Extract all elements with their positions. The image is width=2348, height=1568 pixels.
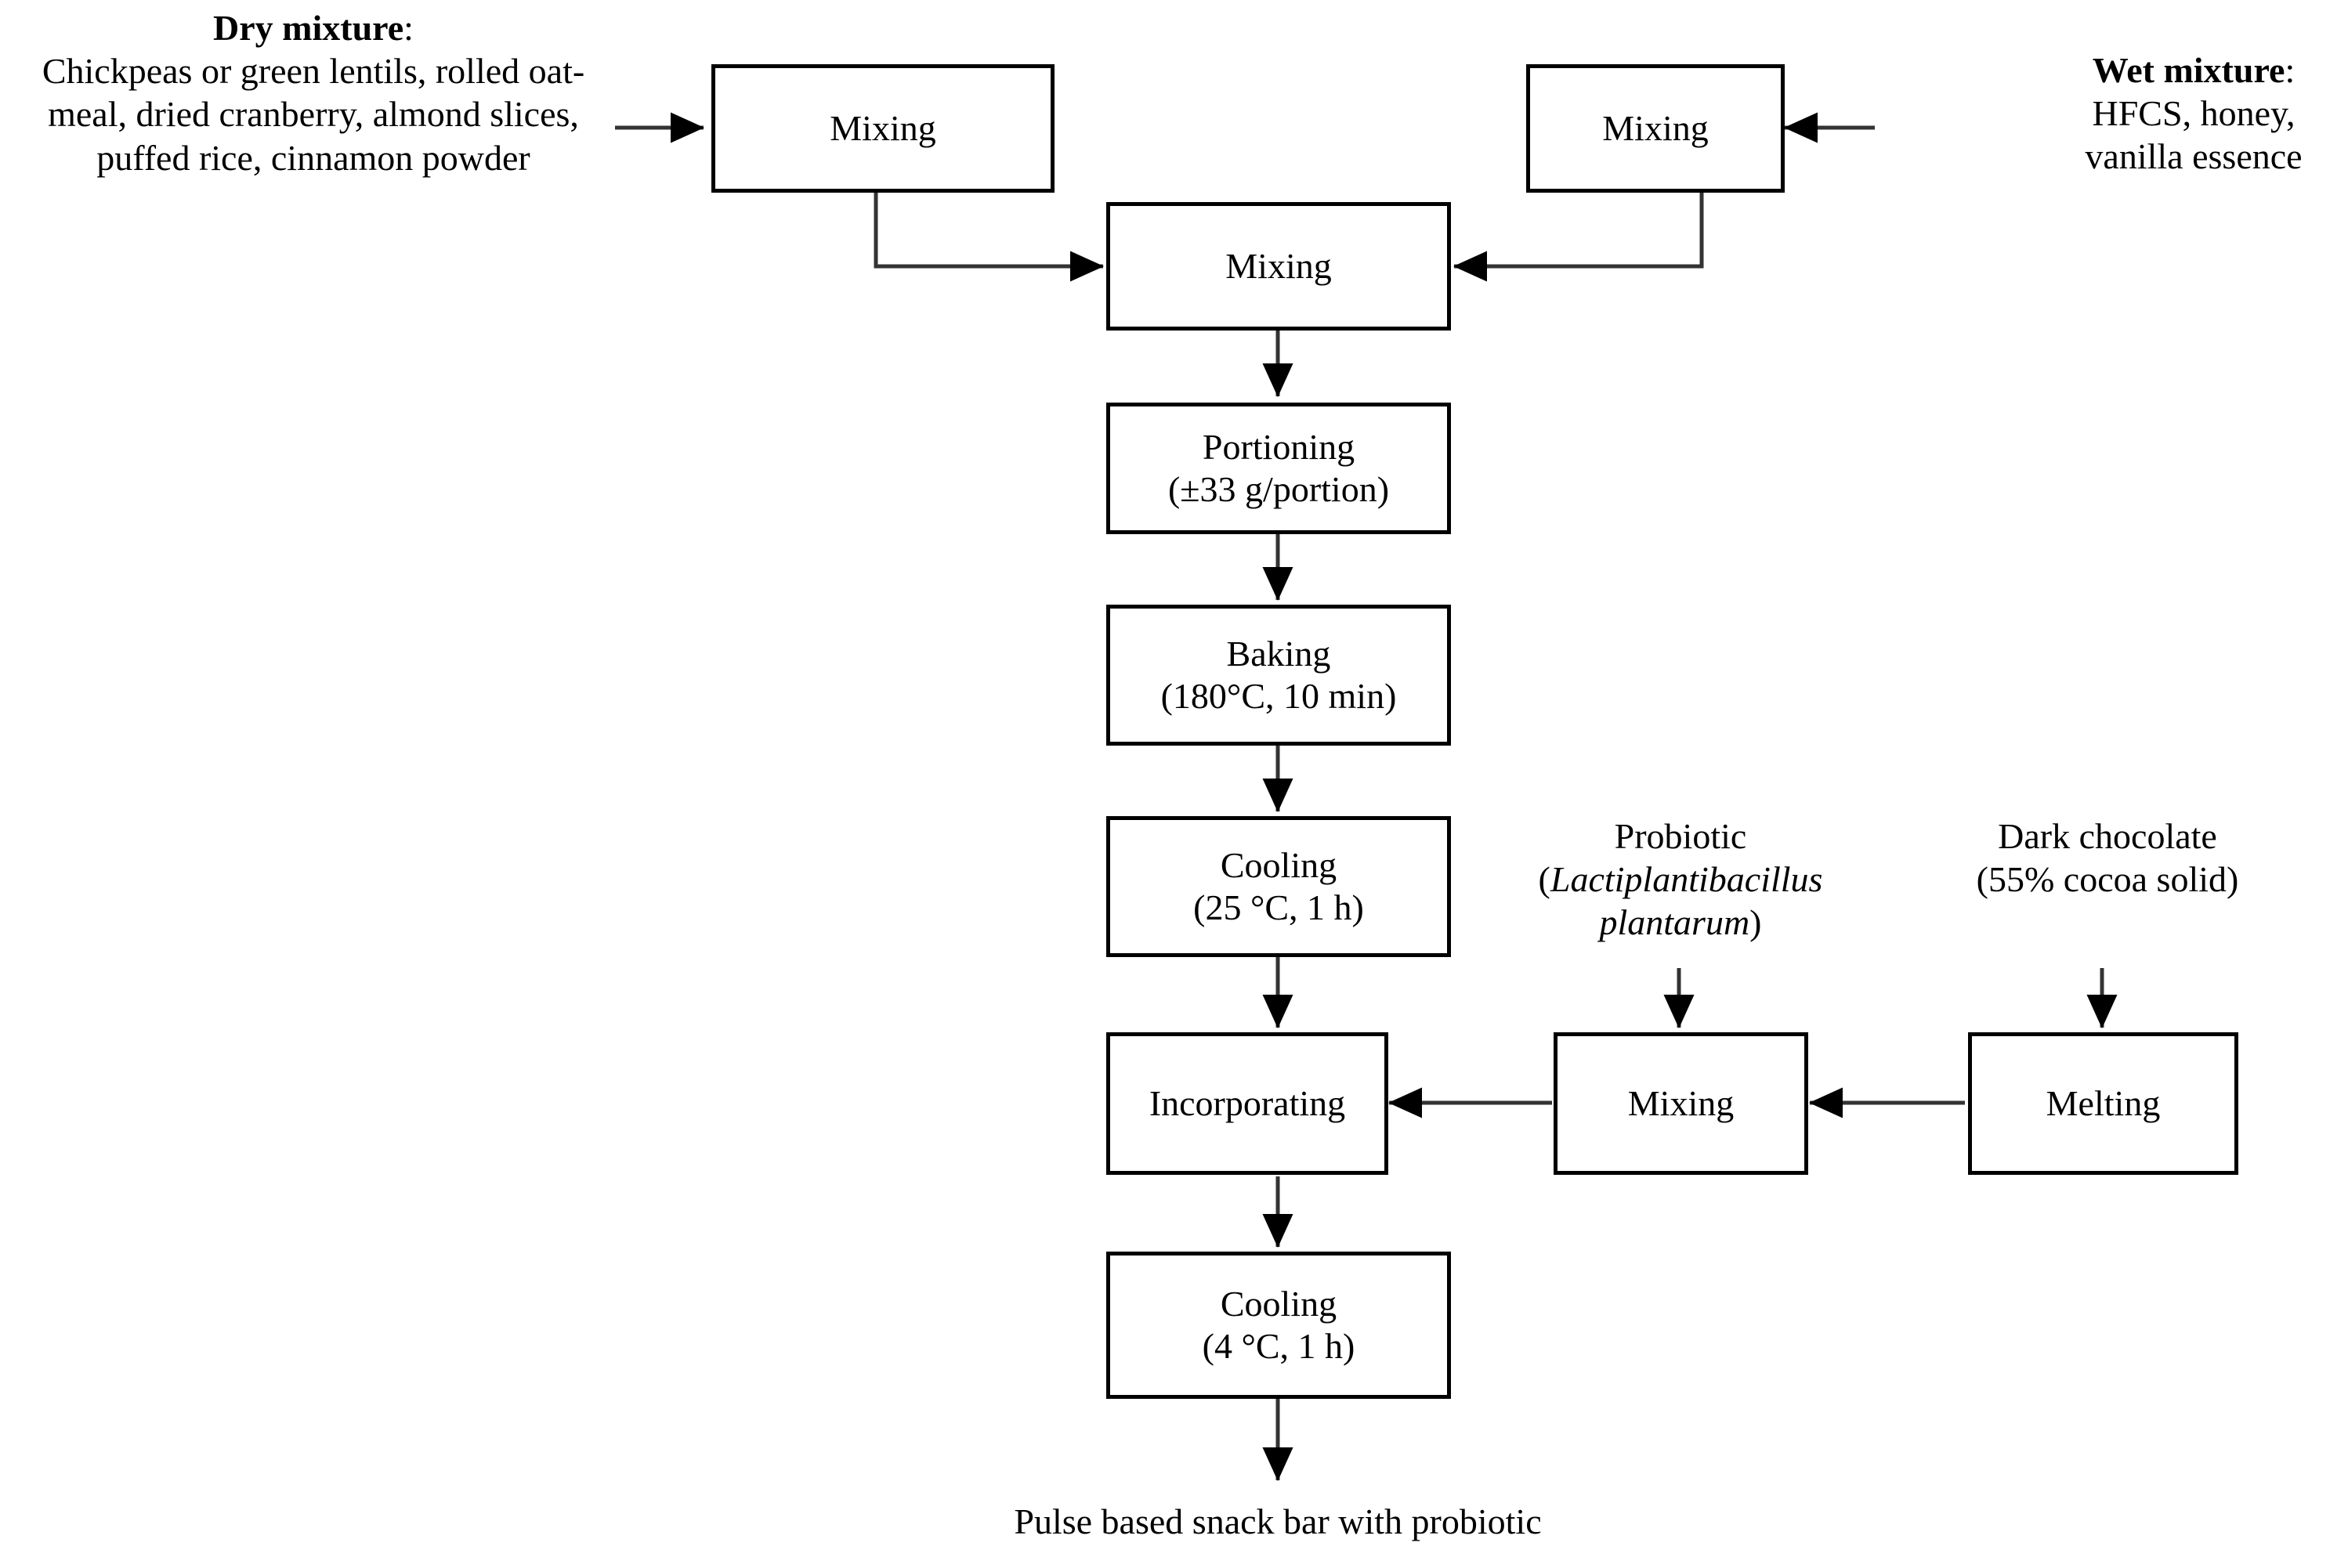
node-mixing-combined[interactable]: Mixing (1106, 202, 1451, 331)
node-melting[interactable]: Melting (1968, 1032, 2238, 1175)
node-mixing-wet[interactable]: Mixing (1526, 64, 1785, 193)
node-cooling-4-sub: (4 °C, 1 h) (1202, 1326, 1355, 1366)
node-mixing-combined-label: Mixing (1225, 245, 1332, 286)
label-dark-chocolate: Dark chocolate (55% cocoa solid) (1923, 815, 2292, 901)
node-cooling-25[interactable]: Cooling (25 °C, 1 h) (1106, 816, 1451, 957)
label-probiotic-close-paren: ) (1749, 902, 1762, 943)
node-mixing-dry[interactable]: Mixing (711, 64, 1055, 193)
node-cooling-25-sub: (25 °C, 1 h) (1193, 887, 1364, 927)
node-mixing-dry-label: Mixing (830, 107, 936, 148)
label-probiotic-species: Lactiplantibacillus plantarum (1550, 859, 1823, 943)
node-melting-label: Melting (2046, 1082, 2161, 1123)
product-caption-text: Pulse based snack bar with probiotic (1014, 1501, 1542, 1541)
label-wet-mixture-heading: Wet mixture (2092, 50, 2285, 90)
label-dark-chocolate-line1: Dark chocolate (1998, 816, 2217, 856)
node-mixing-chocolate[interactable]: Mixing (1554, 1032, 1808, 1175)
label-dry-mixture-heading: Dry mixture (213, 8, 404, 48)
node-portioning-sub: (±33 g/portion) (1167, 469, 1390, 509)
node-baking-label: Baking (1226, 633, 1331, 674)
label-probiotic: Probiotic (Lactiplantibacillus plantarum… (1492, 815, 1869, 945)
node-portioning[interactable]: Portioning (±33 g/portion) (1106, 403, 1451, 534)
node-cooling-25-label: Cooling (1220, 844, 1337, 885)
node-cooling-4[interactable]: Cooling (4 °C, 1 h) (1106, 1252, 1451, 1399)
label-dry-mixture-colon: : (403, 8, 414, 48)
node-incorporating[interactable]: Incorporating (1106, 1032, 1388, 1175)
node-baking[interactable]: Baking (180°C, 10 min) (1106, 605, 1451, 746)
label-dry-mixture: Dry mixture: Chickpeas or green lentils,… (24, 6, 603, 179)
wire-mixingwet-to-combined (1453, 193, 1704, 282)
node-incorporating-label: Incorporating (1149, 1082, 1346, 1123)
label-dark-chocolate-line2: (55% cocoa solid) (1976, 859, 2239, 900)
label-wet-mixture-colon: : (2285, 50, 2296, 90)
label-probiotic-open-paren: ( (1538, 859, 1550, 900)
label-dry-mixture-body: Chickpeas or green lentils, rolled oat-m… (42, 51, 585, 178)
label-wet-mixture: Wet mixture: HFCS, honey, vanilla essenc… (2053, 49, 2335, 179)
product-caption: Pulse based snack bar with probiotic (808, 1500, 1748, 1543)
node-mixing-wet-label: Mixing (1602, 107, 1709, 148)
label-probiotic-line1: Probiotic (1614, 816, 1747, 856)
node-cooling-4-label: Cooling (1220, 1283, 1337, 1324)
wire-mixingdry-to-combined (874, 193, 1105, 282)
node-mixing-chocolate-label: Mixing (1627, 1082, 1735, 1123)
label-wet-mixture-body: HFCS, honey, vanilla essence (2085, 93, 2303, 177)
node-portioning-label: Portioning (1202, 426, 1355, 467)
node-baking-sub: (180°C, 10 min) (1160, 676, 1397, 716)
